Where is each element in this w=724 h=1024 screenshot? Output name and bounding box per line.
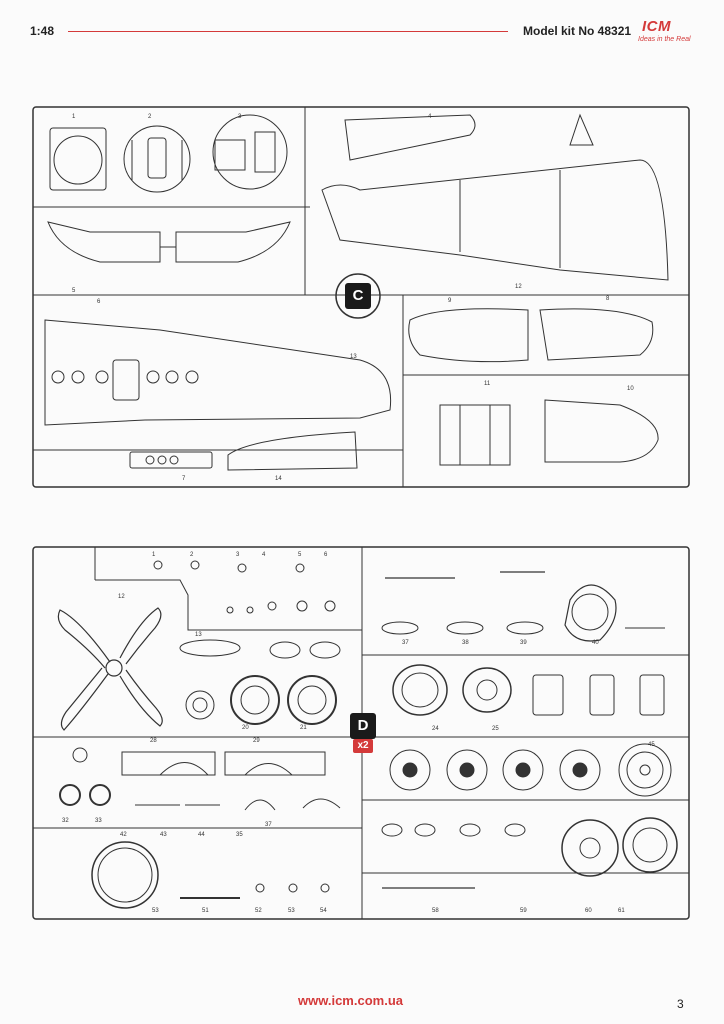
part-c7-number: 7: [182, 476, 186, 482]
part-d60-number: 60: [585, 908, 592, 914]
part-d24-number: 24: [432, 726, 439, 732]
part-d20-number: 20: [242, 725, 249, 731]
part-d61-number: 61: [618, 908, 625, 914]
part-d6-number: 6: [324, 552, 328, 558]
part-c1-number: 1: [72, 114, 76, 120]
part-d43-number: 43: [160, 832, 167, 838]
scale-label: 1:48: [30, 24, 55, 38]
part-c13-number: 13: [350, 354, 357, 360]
footer-website[interactable]: www.icm.com.ua: [298, 993, 403, 1008]
part-d32-number: 32: [62, 818, 69, 824]
page-number: 3: [677, 997, 684, 1011]
part-d42-number: 42: [120, 832, 127, 838]
part-d45-number: 45: [648, 742, 655, 748]
part-c9-number: 9: [448, 298, 452, 304]
part-d2-number: 2: [190, 552, 194, 558]
part-c4-number: 4: [428, 114, 432, 120]
part-d13-number: 13: [195, 632, 202, 638]
part-c6-number: 6: [97, 299, 101, 305]
part-c8-number: 8: [606, 296, 610, 302]
part-d28-number: 28: [150, 738, 157, 744]
part-d51-number: 51: [202, 908, 209, 914]
sprue-c-label: C: [345, 283, 371, 309]
part-d21-number: 21: [300, 725, 307, 731]
part-d40-number: 40: [592, 640, 599, 646]
logo-tagline: Ideas in the Real: [638, 36, 691, 43]
sprue-d-label: D: [350, 713, 376, 739]
part-d1-number: 1: [152, 552, 156, 558]
part-d29-number: 29: [253, 738, 260, 744]
logo-brand: ICM: [642, 18, 671, 35]
part-c11-number: 11: [484, 381, 491, 387]
part-c12-number: 12: [515, 284, 522, 290]
part-c5-number: 5: [72, 288, 76, 294]
part-d59-number: 59: [520, 908, 527, 914]
part-d53b-number: 53: [288, 908, 295, 914]
part-c3-number: 3: [238, 114, 242, 120]
kit-number: Model kit No 48321: [523, 24, 632, 38]
part-d39-number: 39: [520, 640, 527, 646]
part-d37b-number: 37: [265, 822, 272, 828]
part-d37-number: 37: [402, 640, 409, 646]
part-d58-number: 58: [432, 908, 439, 914]
part-d3-number: 3: [236, 552, 240, 558]
icm-logo: ICM Ideas in the Real: [634, 18, 694, 50]
part-d5-number: 5: [298, 552, 302, 558]
part-c2-number: 2: [148, 114, 152, 120]
part-d12-number: 12: [118, 594, 125, 600]
part-c10-number: 10: [627, 386, 634, 392]
part-d52-number: 52: [255, 908, 262, 914]
header-rule: [68, 31, 508, 32]
part-c14-number: 14: [275, 476, 282, 482]
part-d4-number: 4: [262, 552, 266, 558]
part-d33-number: 33: [95, 818, 102, 824]
part-d38-number: 38: [462, 640, 469, 646]
part-d35-number: 35: [236, 832, 243, 838]
part-d25-number: 25: [492, 726, 499, 732]
part-d54-number: 54: [320, 908, 327, 914]
part-d44-number: 44: [198, 832, 205, 838]
sprue-d-multiplier: x2: [353, 739, 373, 753]
part-d53-number: 53: [152, 908, 159, 914]
